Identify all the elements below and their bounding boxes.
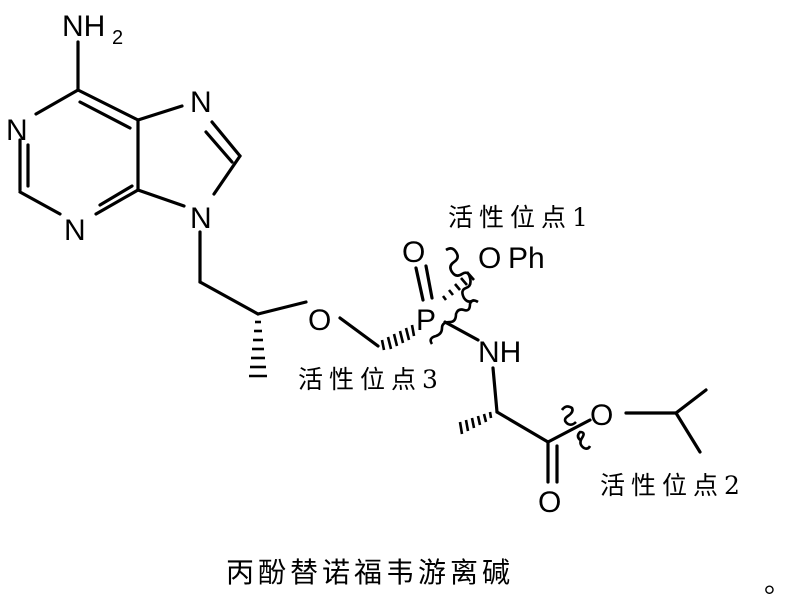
atom-o-carbonyl: O <box>538 486 561 519</box>
atom-n9: N <box>190 202 212 235</box>
hashed-wedge-methyl <box>249 320 267 378</box>
cleavage-mark-site1 <box>445 247 475 303</box>
purine-ring-bonds <box>18 40 242 284</box>
cleavage-mark-site3 <box>429 299 479 345</box>
atom-nh2: NH <box>62 10 105 43</box>
hashed-wedge-ch2-p <box>380 324 416 351</box>
atom-nh: NH <box>478 336 521 369</box>
cleavage-mark-site2b <box>576 430 592 450</box>
atom-nh2-subscript: 2 <box>112 27 123 49</box>
atom-n3: N <box>64 214 86 247</box>
atom-p: P <box>416 304 436 337</box>
trailing-period: 。 <box>764 566 796 599</box>
atom-o-ether: O <box>308 304 331 337</box>
figure-caption: 丙酚替诺福韦游离碱 <box>226 556 514 589</box>
label-active-site-2: 活性位点2 <box>600 471 746 500</box>
atom-ph: Ph <box>508 242 545 275</box>
cleavage-mark-site2a <box>560 405 577 426</box>
hashed-wedge-alanine-methyl <box>458 411 493 435</box>
atom-n1: N <box>6 114 28 147</box>
alanine-bonds <box>458 366 708 484</box>
label-active-site-1: 活性位点1 <box>448 203 594 232</box>
atom-n7: N <box>190 86 212 119</box>
atom-o-double: O <box>402 236 425 269</box>
label-active-site-3: 活性位点3 <box>298 365 444 394</box>
atom-o-ph: O <box>478 242 501 275</box>
purine-ring-atoms: NH 2 N N N N <box>6 10 212 247</box>
linker-bonds <box>198 280 416 378</box>
atom-o-ester: O <box>590 399 613 432</box>
